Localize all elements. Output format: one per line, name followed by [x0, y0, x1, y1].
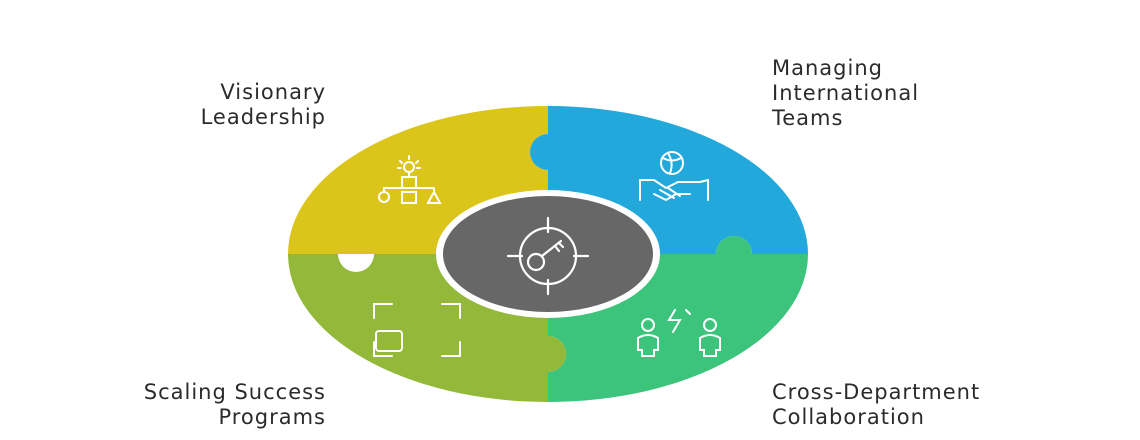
label-international: Managing International Teams — [772, 56, 1092, 131]
idea-hierarchy-icon — [378, 155, 442, 204]
people-collaboration-icon — [637, 309, 721, 357]
label-visionary-line2: Leadership — [200, 105, 326, 129]
label-visionary: Visionary Leadership — [90, 80, 326, 130]
label-collaboration: Cross-Department Collaboration — [772, 380, 1112, 430]
expand-frame-icon — [373, 303, 461, 357]
global-handshake-icon — [639, 151, 709, 202]
key-target-icon — [506, 216, 590, 296]
label-international-line1: Managing — [772, 56, 883, 80]
label-collaboration-line1: Cross-Department — [772, 380, 981, 404]
label-international-line3: Teams — [772, 106, 844, 130]
label-scaling-line2: Programs — [218, 405, 326, 429]
label-visionary-line1: Visionary — [220, 80, 326, 104]
label-international-line2: International — [772, 81, 920, 105]
center-hub — [443, 196, 653, 312]
label-scaling-line1: Scaling Success — [143, 380, 326, 404]
label-collaboration-line2: Collaboration — [772, 405, 925, 429]
label-scaling: Scaling Success Programs — [20, 380, 326, 430]
